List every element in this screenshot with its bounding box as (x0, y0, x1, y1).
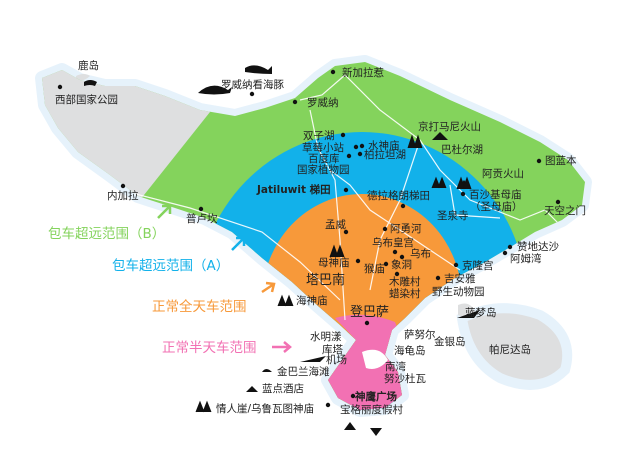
airplane-icon (300, 356, 326, 362)
label-amed: 阿姆湾 (510, 252, 542, 265)
label-batik-village: 蜡染村 (389, 287, 421, 300)
dolphin-icon (245, 65, 272, 74)
label-sanur: 萨努尔 (404, 328, 436, 341)
label-elephant-cave: 象洞 (391, 259, 412, 271)
label-penida: 帕尼达岛 (489, 343, 531, 356)
label-padangbai: 赞地达沙 (517, 240, 559, 253)
label-uluwatu: 情人崖/乌鲁瓦图神庙 (216, 402, 314, 415)
label-zoo: 野生动物园 (432, 285, 485, 298)
label-nusa-dua: 努沙杜瓦 (384, 372, 426, 385)
label-water-temple: 水神庙 (368, 139, 400, 152)
label-tabanan: 塔巴南 (306, 272, 345, 288)
boat-icon (457, 310, 480, 318)
label-jatiluwih: Jatiluwit 梯田 (256, 183, 331, 196)
temple-icon (407, 134, 423, 149)
label-botanic: 国家植物园 (297, 163, 350, 176)
label-kintamani: 京打马尼火山 (418, 120, 481, 133)
label-negara: 内加拉 (107, 189, 139, 202)
label-gwk: 神鹰广场 (355, 390, 397, 403)
label-twin-lakes: 双子湖 (303, 130, 335, 142)
volcano-icon (432, 132, 448, 140)
label-wood-village: 木雕村 (389, 275, 421, 288)
label-klungkung: 克隆宫 (462, 259, 494, 272)
temple-icon (431, 176, 447, 189)
label-tanah-lot: 海神庙 (296, 294, 328, 307)
label-bedugul: 百度库 (308, 152, 340, 165)
label-tanjung: 南湾 (385, 360, 406, 373)
label-blue-point: 蓝点酒店 (262, 382, 304, 395)
label-ubud: 乌布 (410, 247, 431, 260)
label-lembongan: 蓝梦岛 (465, 306, 497, 319)
label-bratan-lake: 柏拉坦湖 (364, 148, 406, 161)
label-ayung: 阿勇河 (390, 223, 422, 235)
deer-island (76, 74, 90, 81)
legend-far-a: 包车超远范围（A） (112, 257, 229, 274)
label-batur-lake: 巴杜尔湖 (441, 143, 483, 156)
temple-icon (277, 294, 294, 307)
label-airport: 机场 (326, 353, 347, 366)
label-gianyar: 吉安雅 (444, 272, 476, 285)
temple-icon (329, 244, 345, 258)
label-singaraja: 新加拉惹 (342, 66, 384, 79)
label-taman-ayun: 母神庙 (318, 256, 350, 269)
label-jimbaran: 金巴兰海滩 (277, 365, 330, 378)
label-silver-island: 金银岛 (434, 335, 466, 348)
label-deer-island: 鹿岛 (78, 59, 99, 72)
label-seminyak: 水明漾 (310, 330, 342, 343)
label-mengwi: 孟威 (325, 218, 346, 231)
label-lovina-dolphin: 罗威纳看海豚 (221, 78, 284, 91)
label-bvlgari: 宝格丽度假村 (340, 403, 403, 416)
label-ubud-palace: 乌布皇宫 (372, 236, 414, 249)
legend-half-day-arrow-icon (272, 341, 292, 353)
label-tegalalang: 德拉格朗梯田 (367, 189, 430, 202)
legend-half-day: 正常半天车范围 (162, 339, 257, 356)
label-tirta-empul: 圣泉寺 (437, 209, 469, 222)
penida-island (456, 303, 573, 390)
label-strawberry: 草莓小站 (302, 141, 344, 154)
dolphin-icon (198, 85, 232, 95)
place-dots (57, 69, 561, 408)
temple-icon (195, 400, 212, 413)
label-agung: 阿贡火山 (482, 168, 524, 180)
label-monkey: 猴庙 (364, 262, 385, 275)
label-lovina: 罗威纳 (307, 96, 339, 109)
label-besakih: 百沙基母庙 (469, 188, 522, 201)
benoa-bay (362, 349, 388, 369)
resort-icon (344, 422, 382, 436)
temple-icon (456, 176, 472, 190)
label-west-park: 西部国家公园 (55, 93, 118, 106)
legend-full-day-arrow-icon (261, 281, 276, 294)
label-heaven-gate: 天空之门 (544, 204, 586, 217)
legend-far-b: 包车超远范围（B） (48, 225, 165, 242)
label-besakih-alt: （圣母庙） (470, 200, 523, 213)
label-turtle-island: 海龟岛 (394, 344, 426, 357)
deer-icon (84, 80, 97, 86)
label-kuta: 库塔 (322, 343, 343, 356)
label-tulamben: 图蓝本 (545, 154, 577, 167)
label-denpasar: 登巴萨 (350, 305, 389, 320)
legend-full-day: 正常全天车范围 (152, 298, 247, 315)
hotel-icon (246, 369, 272, 392)
label-pupuan: 普卢坎 (186, 212, 218, 225)
legend-far-b-arrow-icon (157, 204, 172, 219)
roads (119, 74, 561, 321)
legend-far-a-arrow-icon (231, 236, 246, 251)
